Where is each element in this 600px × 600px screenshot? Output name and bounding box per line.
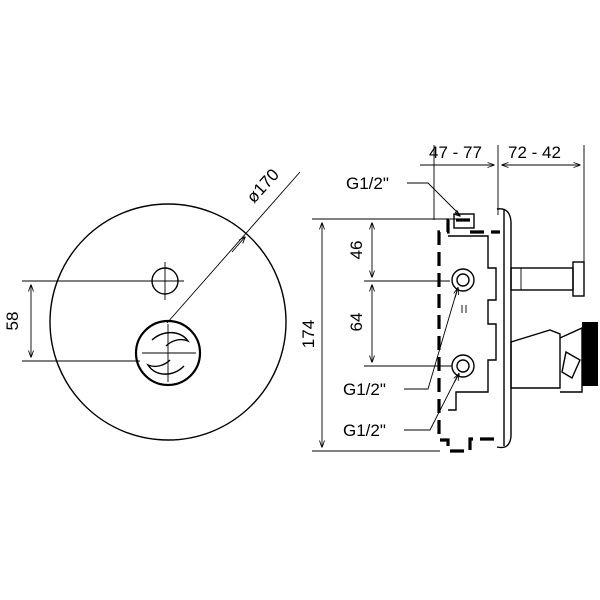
upper-spacing-label: 46 (347, 241, 366, 260)
spacing-dimensions: 46 64 (347, 223, 452, 367)
offset-dimension: 58 (3, 280, 150, 362)
thread-label-bottom: G1/2" (343, 421, 386, 440)
lower-spacing-label: 64 (347, 313, 366, 332)
thread-leaders (404, 182, 460, 431)
upper-outlet (146, 262, 184, 300)
front-view: ø170 58 (3, 165, 301, 441)
diameter-leader (166, 171, 301, 324)
upper-knob (510, 261, 585, 297)
lever-handle (134, 319, 202, 387)
cover-plate-outline (49, 203, 287, 441)
depth-label-2: 72 - 42 (508, 143, 561, 162)
thread-label-top: G1/2" (346, 174, 389, 193)
lever-side (510, 322, 598, 393)
offset-label: 58 (3, 312, 22, 331)
wall-box-outline (437, 218, 500, 453)
depth-dimensions: 47 - 77 72 - 42 (420, 143, 585, 268)
knurled-grip (582, 322, 598, 386)
height-dimension: 174 (299, 218, 468, 452)
diameter-label: ø170 (243, 165, 283, 207)
height-label: 174 (299, 320, 318, 348)
depth-label-1: 47 - 77 (429, 143, 482, 162)
cover-plate-profile (496, 208, 512, 449)
valve-body (448, 213, 497, 411)
side-view: 174 46 64 47 - 77 72 - 42 (299, 143, 598, 453)
thread-label-middle: G1/2" (343, 380, 386, 399)
